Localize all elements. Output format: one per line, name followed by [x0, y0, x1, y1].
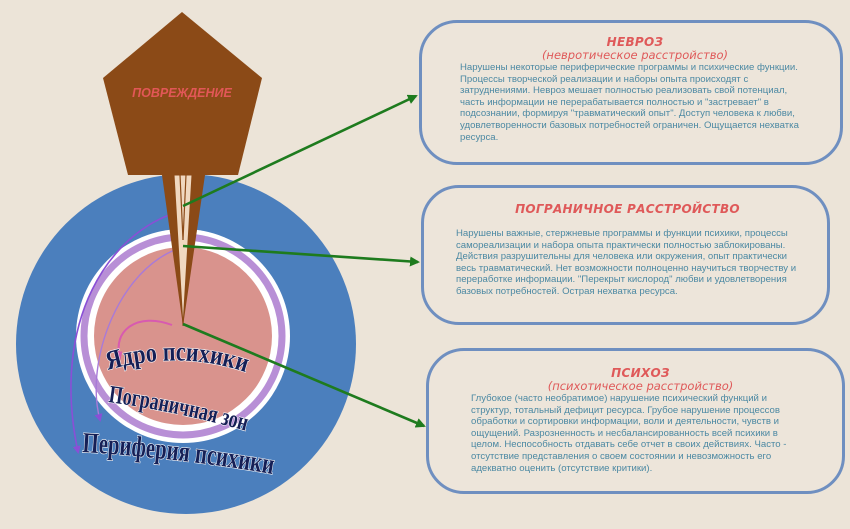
borderline-box: ПОГРАНИЧНОЕ РАССТРОЙСТВО Нарушены важные…	[421, 185, 830, 325]
damage-wedge-line-a	[179, 174, 184, 241]
purple-arc-arrow-outer	[70, 211, 179, 454]
psychoz-box: ПСИХОЗ (психотическое расстройство) Глуб…	[426, 348, 845, 494]
psychoz-subtitle: (психотическое расстройство)	[547, 379, 734, 393]
purple-arc-arrow-inner	[94, 247, 181, 422]
psychoz-title: ПСИХОЗ	[611, 366, 670, 380]
neuroz-text: Нарушены некоторые периферические програ…	[460, 62, 799, 143]
pink-curved-arrow	[114, 319, 173, 360]
borderline-text: Нарушены важные, стержневые программы и …	[456, 228, 797, 297]
damage-label: ПОВРЕЖДЕНИЕ	[132, 86, 232, 100]
core-circle	[94, 247, 272, 425]
neuroz-box: НЕВРОЗ (невротическое расстройство) Нару…	[419, 20, 843, 165]
arrow-to-psychoz	[182, 322, 426, 428]
neuroz-subtitle: (невротическое расстройство)	[541, 48, 729, 62]
damage-wedge-inner	[173, 174, 193, 327]
borderline-title: ПОГРАНИЧНОЕ РАССТРОЙСТВО	[515, 202, 740, 216]
neuroz-title: НЕВРОЗ	[606, 35, 664, 49]
damage-wedge-line-b	[182, 174, 187, 241]
damage-pentagon	[103, 12, 262, 175]
arrow-to-neuroz	[182, 94, 418, 208]
psychoz-text: Глубокое (часто необратимое) нарушение п…	[471, 393, 787, 474]
arrow-to-border	[182, 244, 420, 267]
